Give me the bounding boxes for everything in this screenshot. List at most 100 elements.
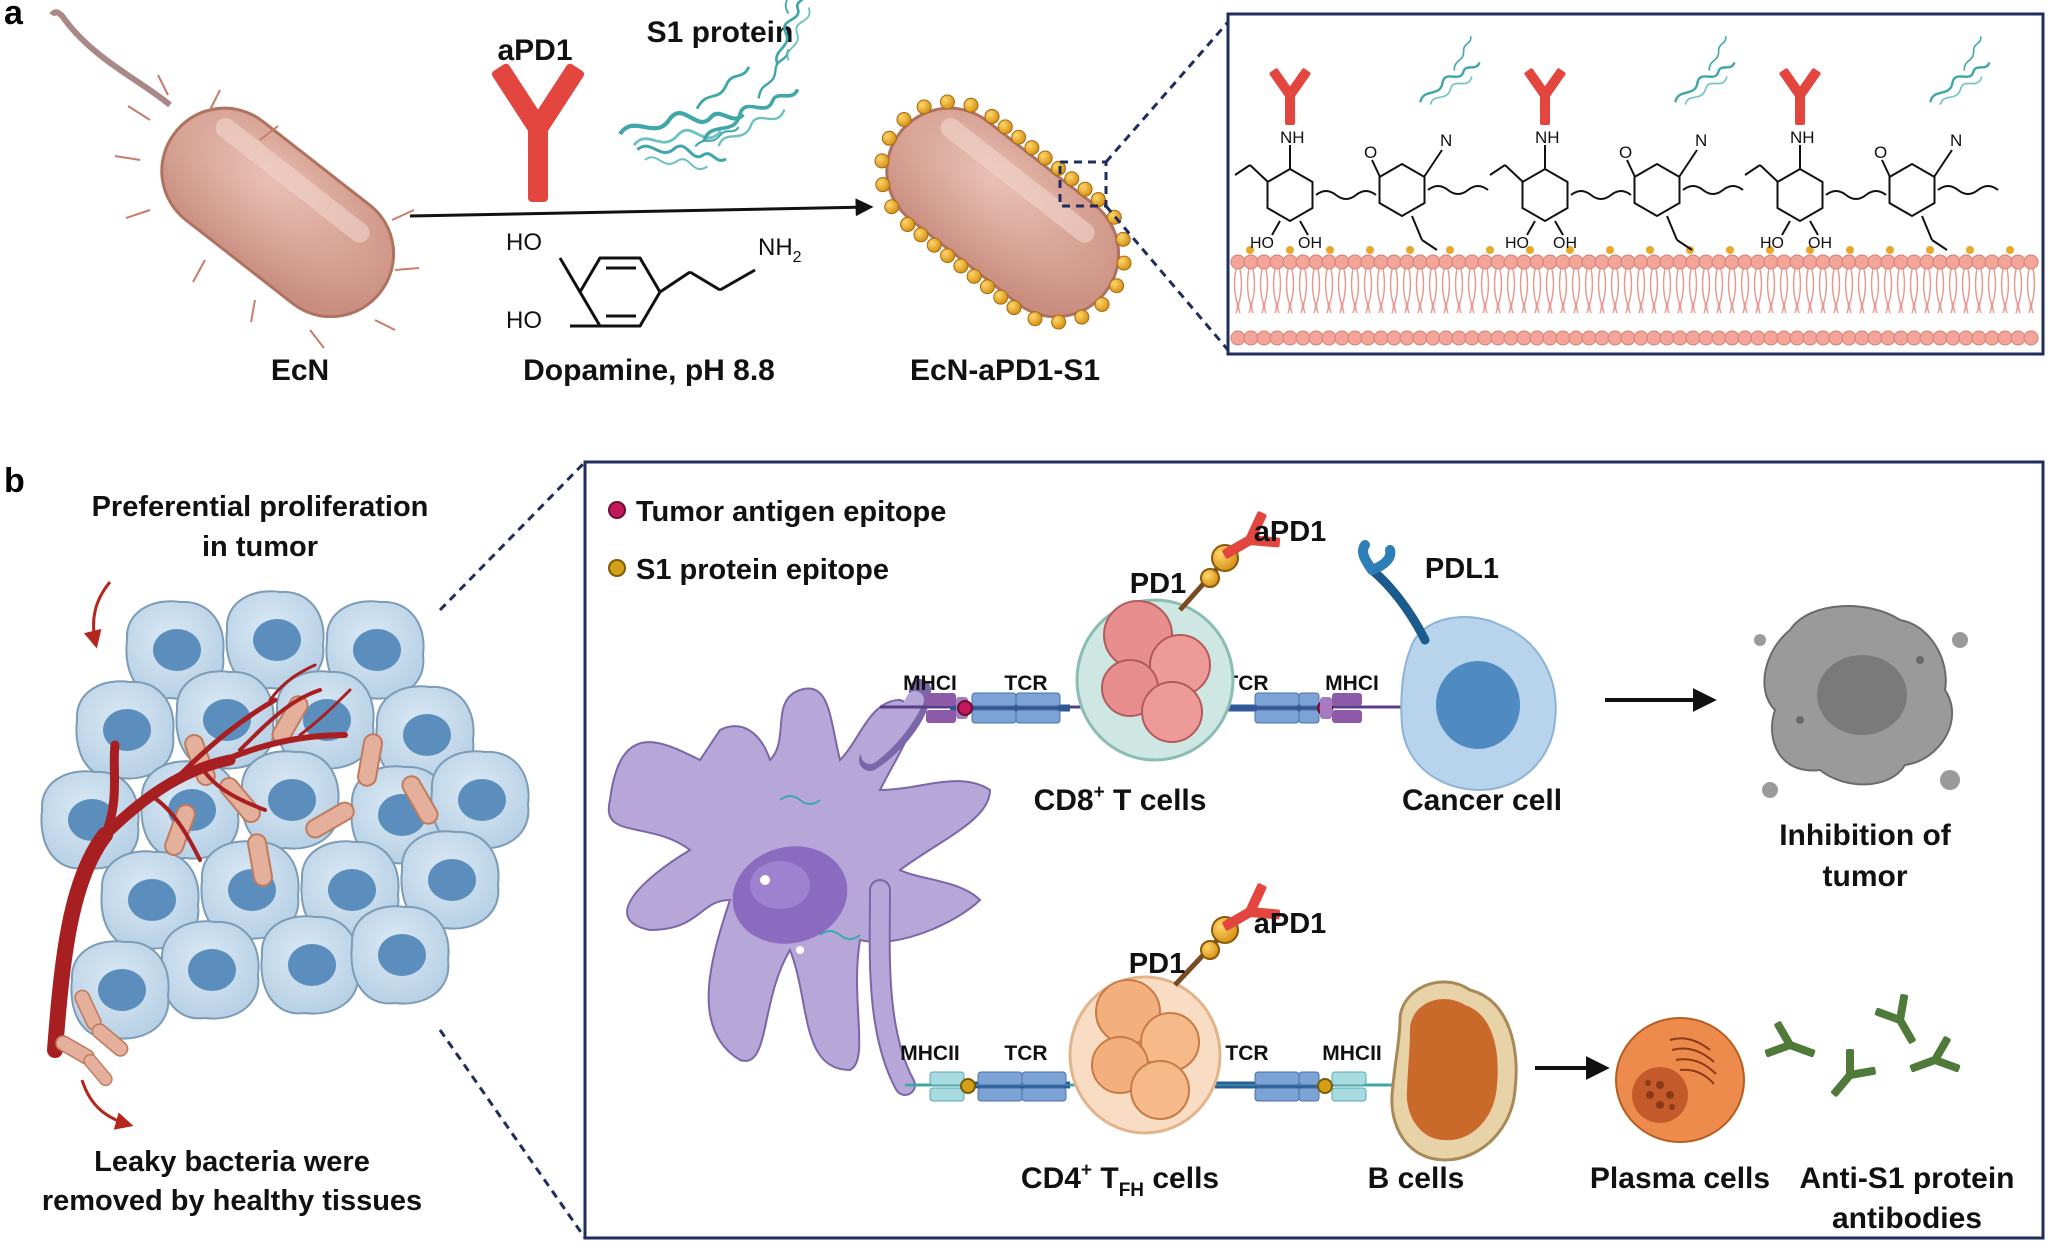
coating-particle xyxy=(881,130,897,146)
lipid-head xyxy=(2010,330,2026,346)
lipid-tail xyxy=(1506,268,1516,314)
coating-particle xyxy=(896,112,912,128)
lipid-head xyxy=(1438,330,1454,346)
zoom-line-b-bottom xyxy=(438,1029,587,1239)
lipid-head xyxy=(1412,254,1428,270)
lipid-head xyxy=(1490,330,1506,346)
lipid-tail xyxy=(1233,268,1243,314)
lipid-head xyxy=(1789,330,1805,346)
lipid-tail xyxy=(1610,268,1620,314)
lipid-head xyxy=(1633,330,1649,346)
anchor-dot xyxy=(1846,246,1854,254)
tumor-cell xyxy=(75,680,175,780)
anchor-dot xyxy=(1286,246,1294,254)
lipid-tail xyxy=(1571,268,1581,314)
mhcii-right-label: MHCII xyxy=(1322,1042,1382,1065)
lipid-head xyxy=(1958,254,1974,270)
lipid-tail xyxy=(1792,268,1802,314)
anchor-dot xyxy=(1366,246,1374,254)
pdl1-label: PDL1 xyxy=(1425,553,1499,585)
lipid-tail xyxy=(1688,268,1698,314)
lipid-head xyxy=(1412,330,1428,346)
lipid-head xyxy=(1854,330,1870,346)
lipid-head xyxy=(1321,254,1337,270)
lipid-tail xyxy=(2013,268,2023,314)
zoom-line-top xyxy=(1104,21,1230,163)
lipid-head xyxy=(1646,330,1662,346)
lipid-head xyxy=(1256,254,1272,270)
lipid-tail xyxy=(1805,268,1815,314)
lipid-head xyxy=(1958,330,1974,346)
panel-a-letter: a xyxy=(4,0,24,32)
lipid-head xyxy=(1997,254,2013,270)
mhci-right-label: MHCI xyxy=(1325,672,1379,695)
lipid-tail xyxy=(1376,268,1386,314)
lipid-head xyxy=(1776,330,1792,346)
anchor-dot xyxy=(1326,246,1334,254)
lipid-head xyxy=(1282,254,1298,270)
lipid-head xyxy=(1971,254,1987,270)
lipid-head xyxy=(1464,254,1480,270)
cancer-cell xyxy=(1358,540,1557,792)
apd1-top-label: aPD1 xyxy=(1254,516,1327,548)
lipid-head xyxy=(1503,330,1519,346)
lipid-tail xyxy=(1974,268,1984,314)
lipid-head xyxy=(1542,254,1558,270)
s1-epitope-dot xyxy=(608,559,626,577)
tcr-complex-bottom-right xyxy=(1254,1071,1320,1102)
nh2-label: NH2 xyxy=(758,234,802,266)
lipid-head xyxy=(1737,254,1753,270)
anchor-dot xyxy=(1246,246,1254,254)
lipid-head xyxy=(1607,254,1623,270)
lipid-head xyxy=(1386,254,1402,270)
lipid-head xyxy=(1581,330,1597,346)
lipid-tail xyxy=(1831,268,1841,314)
lipid-head xyxy=(1425,330,1441,346)
tcr-complex-left xyxy=(971,692,1061,724)
lipid-head xyxy=(1490,254,1506,270)
lipid-tail xyxy=(1272,268,1282,314)
ecn-apd1-s1-bacterium xyxy=(874,94,1132,330)
lipid-tail xyxy=(2000,268,2010,314)
lipid-head xyxy=(1724,330,1740,346)
lipid-tail xyxy=(1480,268,1490,314)
leaky-text-line1: Leaky bacteria were xyxy=(94,1146,370,1178)
reaction-arrow xyxy=(409,198,874,218)
lipid-tail xyxy=(1350,268,1360,314)
lipid-head xyxy=(1399,330,1415,346)
lipid-head xyxy=(1594,254,1610,270)
ecn-label: EcN xyxy=(271,354,329,387)
coating-particle xyxy=(1116,255,1132,271)
lipid-head xyxy=(1984,254,2000,270)
lipid-tail xyxy=(1727,268,1737,314)
mhcii-complex-right xyxy=(1317,1071,1367,1102)
anchor-dot xyxy=(1726,246,1734,254)
antibodies-label-line1: Anti-S1 protein xyxy=(1800,1162,2015,1195)
lipid-membrane xyxy=(1230,246,2039,346)
mhcii-complex-left xyxy=(929,1071,976,1102)
lipid-head xyxy=(1763,330,1779,346)
cancer-cell-label: Cancer cell xyxy=(1402,784,1562,817)
lipid-head xyxy=(1373,330,1389,346)
lipid-head xyxy=(1308,330,1324,346)
cd4-tfh-label: CD4+ TFH cells xyxy=(1021,1160,1219,1201)
lipid-head xyxy=(1893,330,1909,346)
tumor-epitope-dot xyxy=(608,501,626,519)
zoom-line-bottom xyxy=(1104,205,1230,351)
tcr-right-label: TCR xyxy=(1225,672,1268,695)
lipid-head xyxy=(1867,330,1883,346)
mhci-complex-right xyxy=(1317,693,1362,723)
inset-oh-label: OH xyxy=(1808,235,1832,252)
inset-oh-label: OH xyxy=(1298,235,1322,252)
anchor-dot xyxy=(1806,246,1814,254)
proliferation-text-line1: Preferential proliferation xyxy=(92,491,429,523)
coating-particle xyxy=(939,94,955,110)
lipid-tail xyxy=(1753,268,1763,314)
inset-ho-label: HO xyxy=(1505,235,1529,252)
lipid-head xyxy=(1802,330,1818,346)
lipid-tail xyxy=(1363,268,1373,314)
dendritic-cell xyxy=(607,679,992,1096)
lipid-head xyxy=(1256,330,1272,346)
inset-n-label: N xyxy=(1695,131,1707,150)
coating-particle xyxy=(953,258,969,274)
